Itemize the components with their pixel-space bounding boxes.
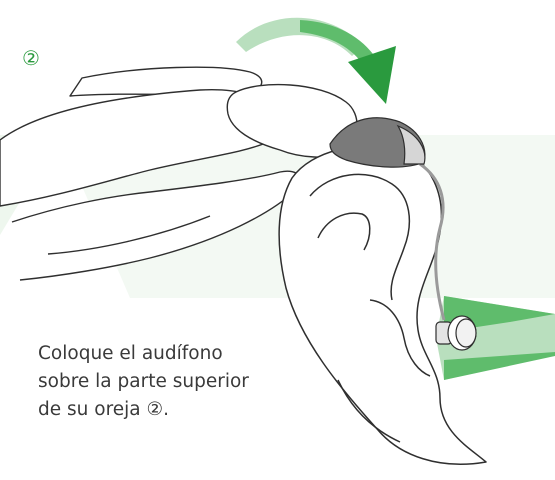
step-number: ② — [22, 48, 40, 68]
instruction-line-3: de su oreja ②. — [38, 396, 298, 424]
instruction-line-2: sobre la parte superior — [38, 368, 298, 396]
instruction-text: Coloque el audífono sobre la parte super… — [38, 340, 298, 424]
instruction-line-1: Coloque el audífono — [38, 340, 298, 368]
